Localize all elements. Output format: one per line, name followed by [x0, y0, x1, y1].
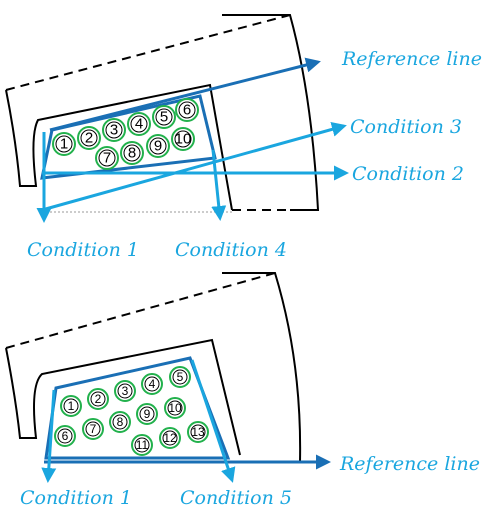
bottom-conductor-label: 2 — [95, 392, 102, 406]
top-condition-4-label: Condition 4 — [175, 239, 287, 261]
top-conductor-label: 10 — [175, 131, 192, 148]
top-conductor-label: 1 — [60, 136, 68, 153]
top-condition-3-label: Condition 3 — [350, 116, 462, 138]
bottom-conductor-5: 5 — [169, 366, 191, 388]
bottom-conductor-6: 6 — [54, 425, 76, 447]
bottom-conductor-11: 11 — [131, 434, 153, 456]
bottom-conductor-12: 12 — [159, 427, 181, 449]
top-conductor-7: 7 — [95, 146, 119, 170]
bottom-condition-1-label: Condition 1 — [20, 487, 132, 509]
top-conductor-6: 6 — [175, 98, 199, 122]
bottom-conductor-label: 8 — [117, 415, 124, 429]
top-conductor-label: 8 — [128, 145, 136, 162]
bottom-conductor-13: 13 — [187, 421, 209, 443]
bottom-condition-5-arrow — [190, 359, 236, 483]
top-reference-line-label: Reference line — [341, 48, 482, 70]
top-tooth-outline — [5, 83, 233, 211]
bottom-conductor-label: 3 — [122, 384, 129, 398]
top-conductor-label: 2 — [85, 130, 93, 147]
bottom-condition-1-arrow — [41, 389, 57, 483]
top-conductor-5: 5 — [152, 105, 176, 129]
top-conductor-3: 3 — [102, 118, 126, 142]
bottom-conductor-label: 10 — [168, 401, 182, 415]
bottom-slot-boundary — [44, 356, 231, 460]
bottom-conductor-2: 2 — [87, 388, 109, 410]
bottom-reference-line-label: Reference line — [339, 453, 480, 475]
bottom-tooth-outline — [5, 338, 241, 456]
top-condition-1-label: Condition 1 — [27, 239, 139, 261]
top-conductor-label: 6 — [183, 102, 191, 119]
bottom-conductor-label: 5 — [177, 370, 184, 384]
bottom-conductor-label: 13 — [191, 425, 205, 439]
bottom-conductor-3: 3 — [114, 380, 136, 402]
bottom-conductor-8: 8 — [109, 411, 131, 433]
top-condition-3-arrow — [41, 121, 347, 212]
top-core-outline — [222, 14, 320, 211]
bottom-conductor-label: 6 — [62, 429, 69, 443]
top-conductor-label: 9 — [154, 138, 162, 155]
top-conductor-4: 4 — [127, 112, 151, 136]
top-conductor-10: 10 — [171, 127, 195, 151]
top-conductor-2: 2 — [77, 126, 101, 150]
bottom-condition-5-label: Condition 5 — [180, 487, 292, 509]
bottom-conductor-4: 4 — [141, 373, 163, 395]
bottom-core-outline — [222, 272, 302, 463]
top-conductor-8: 8 — [120, 141, 144, 165]
bottom-conductor-label: 7 — [90, 422, 97, 436]
top-condition-4-arrow — [211, 149, 227, 221]
top-conductor-label: 4 — [135, 116, 143, 133]
bottom-conductor-9: 9 — [136, 403, 158, 425]
top-conductor-1: 1 — [52, 132, 76, 156]
top-conductor-label: 5 — [160, 109, 168, 126]
bottom-conductor-label: 1 — [68, 399, 75, 413]
top-conductor-9: 9 — [146, 134, 170, 158]
top-conductor-label: 3 — [110, 122, 118, 139]
bottom-conductor-label: 9 — [144, 407, 151, 421]
bottom-conductor-label: 12 — [163, 431, 177, 445]
bottom-conductor-1: 1 — [60, 395, 82, 417]
top-condition-2-label: Condition 2 — [352, 163, 464, 185]
bottom-conductor-7: 7 — [82, 418, 104, 440]
top-conductor-label: 7 — [103, 150, 111, 167]
bottom-conductor-10: 10 — [164, 397, 186, 419]
top-reference-line-arrow — [49, 57, 321, 132]
bottom-core-dashed-top — [5, 272, 276, 349]
top-core-dashed-top — [5, 14, 291, 91]
bottom-conductor-label: 11 — [136, 438, 149, 452]
bottom-conductor-label: 4 — [149, 377, 156, 391]
